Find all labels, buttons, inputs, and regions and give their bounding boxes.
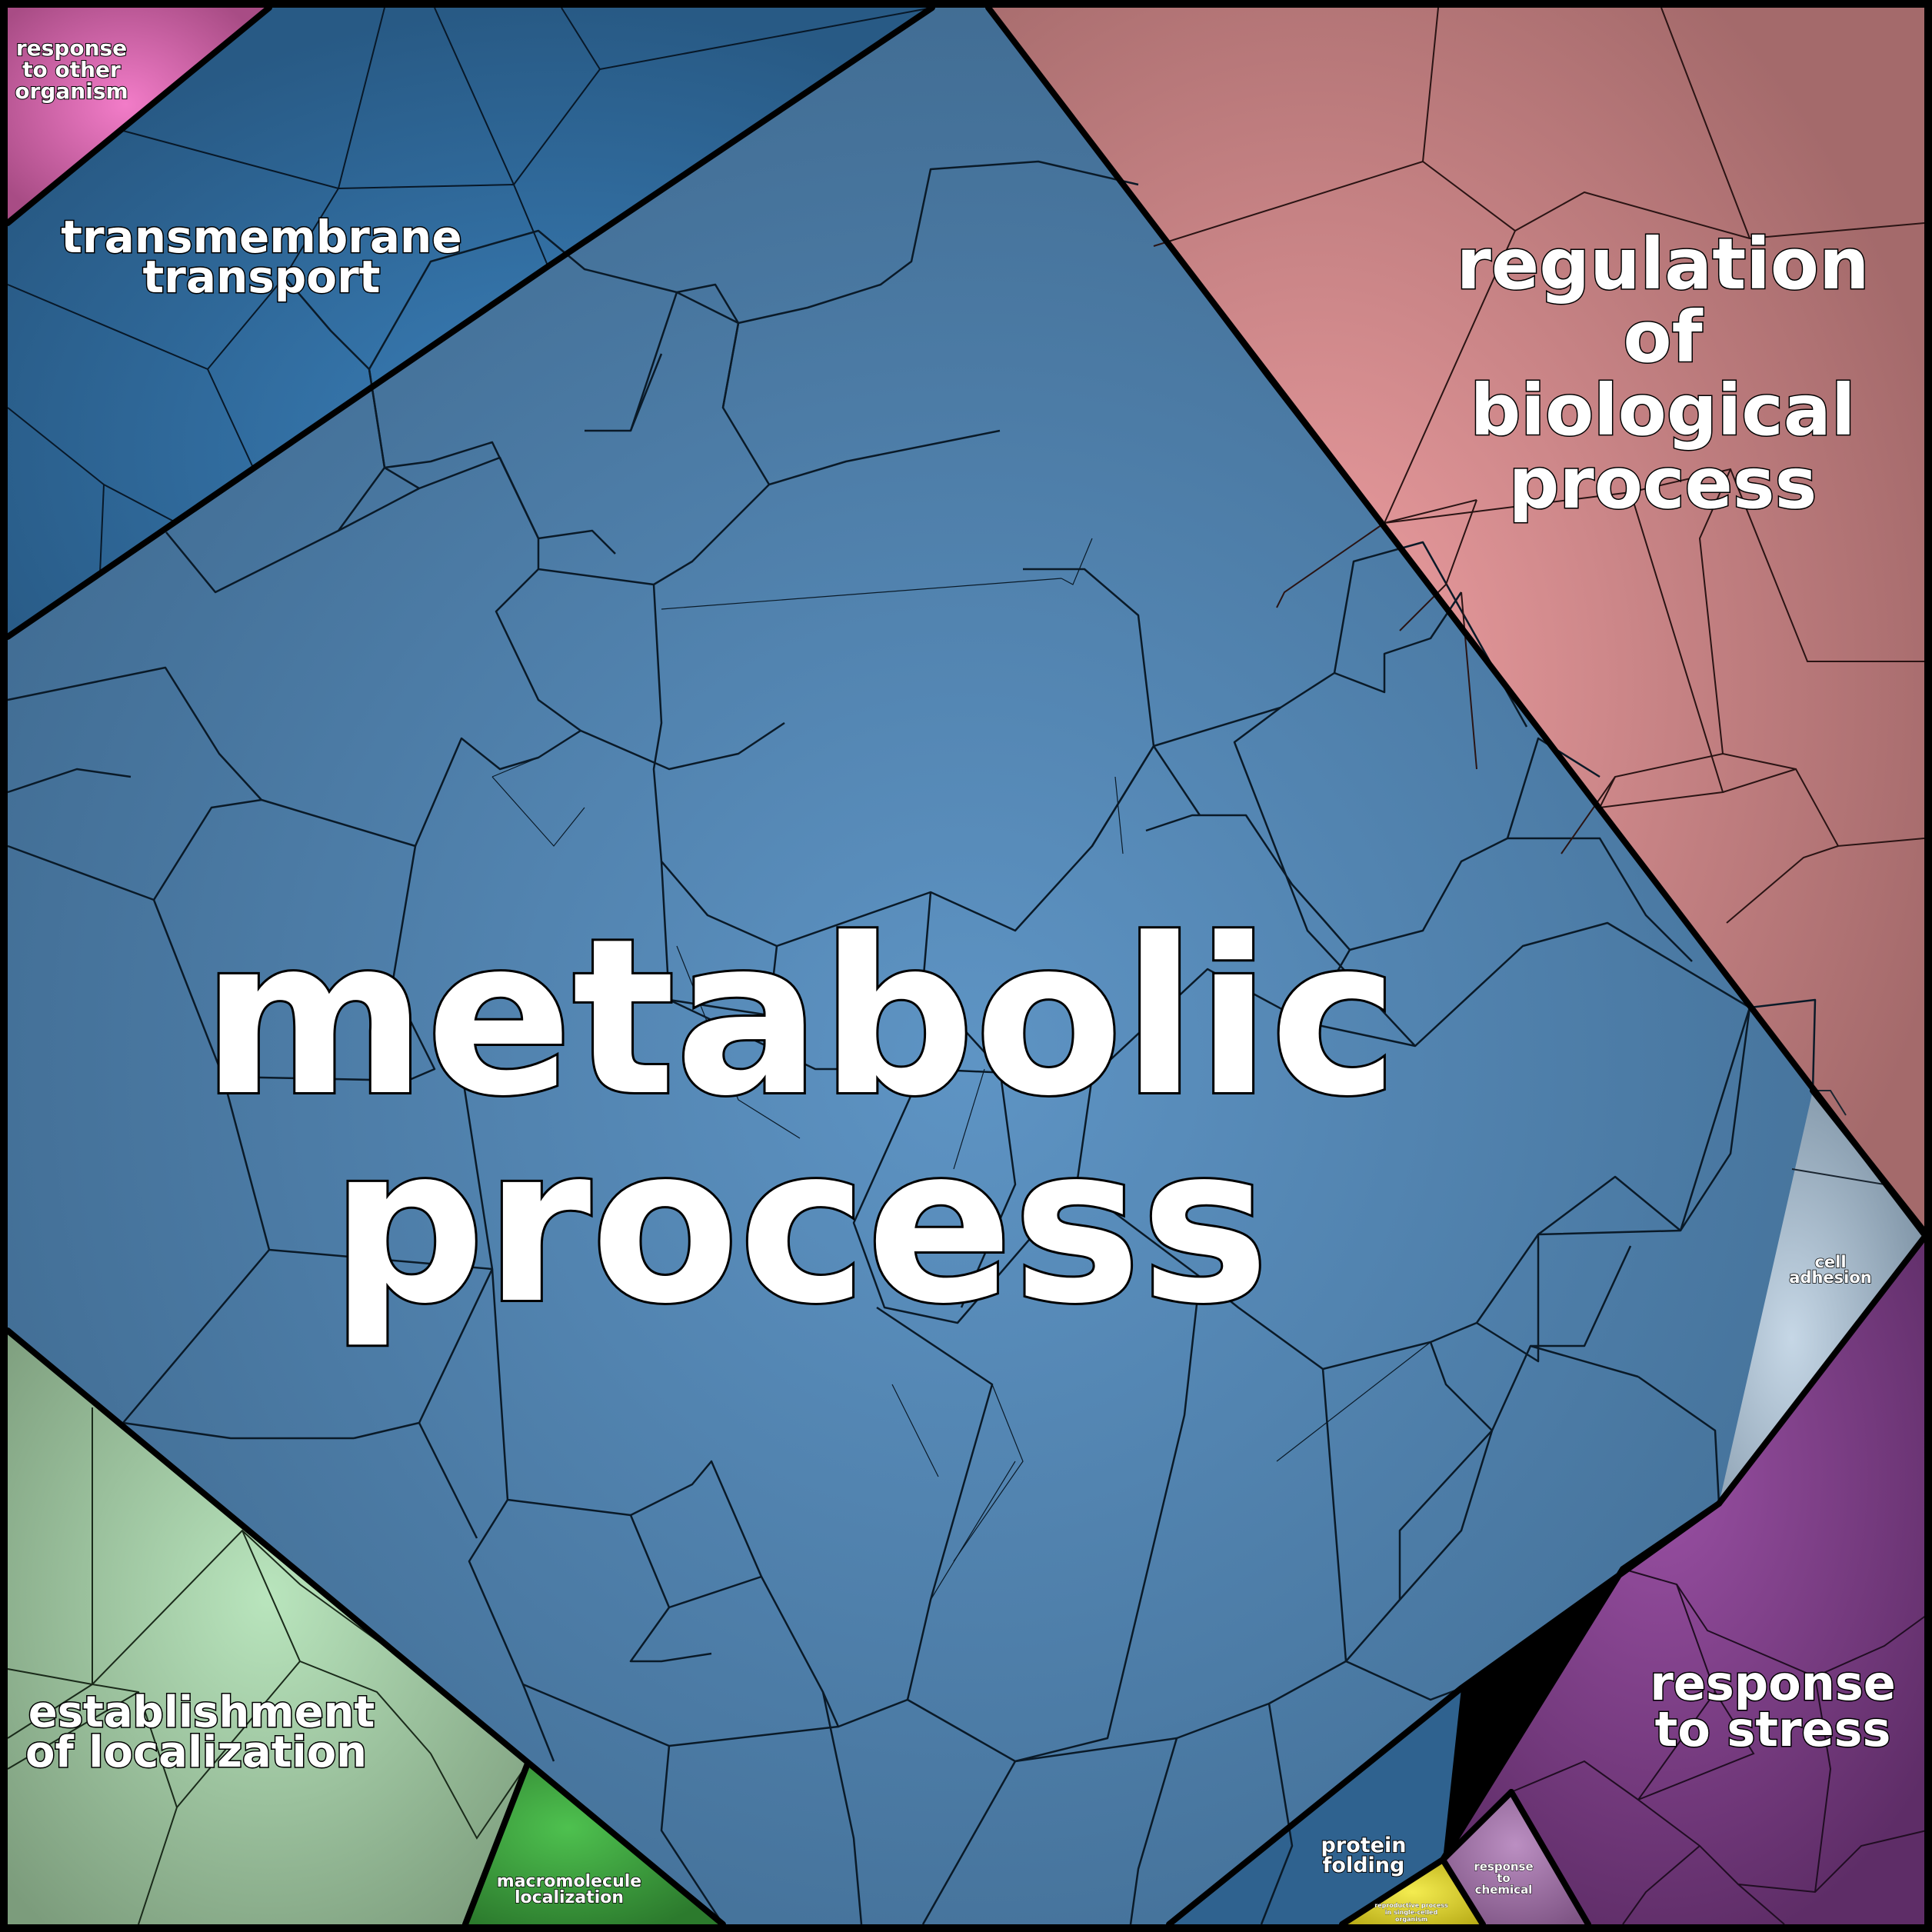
region-reproductive-process[interactable] <box>1342 1860 1483 1924</box>
region-metabolic-process[interactable] <box>8 8 1927 1924</box>
label-regulation-line2: of <box>1623 296 1703 378</box>
label-adhesion-line2: adhesion <box>1789 1268 1871 1287</box>
label-protein-folding-line1: protein <box>1321 1834 1407 1857</box>
label-protein-folding-line2: folding <box>1323 1854 1405 1877</box>
label-transport-line2: transport <box>143 251 381 303</box>
label-adhesion-line1: cell <box>1814 1253 1846 1271</box>
label-other-organism-line2: to other <box>22 57 121 82</box>
metabolic-subcells <box>7 160 1817 1925</box>
label-localization-line2: of localization <box>25 1727 367 1777</box>
label-other-organism-line1: response <box>16 35 127 61</box>
label-stress-line2: to stress <box>1655 1701 1891 1757</box>
labels: metabolic process transmembrane transpor… <box>14 35 1897 1923</box>
label-macromolecule-line2: localization <box>515 1888 624 1907</box>
label-stress-line1: response <box>1650 1655 1896 1711</box>
transport-subcells <box>7 7 933 574</box>
label-transport-line1: transmembrane <box>61 211 461 263</box>
region-transmembrane-transport[interactable] <box>8 8 932 637</box>
label-regulation-line1: regulation <box>1457 223 1870 305</box>
label-regulation-line4: process <box>1509 442 1817 525</box>
label-reproductive-line2: in single-celled <box>1385 1909 1438 1916</box>
adhesion-subcells <box>1791 1090 1885 1185</box>
label-metabolic-line2: process <box>331 1101 1269 1351</box>
label-chemical-line1: response <box>1474 1860 1533 1874</box>
label-other-organism-line3: organism <box>15 78 128 104</box>
localization-subcells <box>7 1407 528 1925</box>
label-reproductive-line3: organism <box>1395 1916 1427 1923</box>
label-chemical-line3: chemical <box>1475 1883 1533 1897</box>
stress-subcells <box>1511 1568 1927 1925</box>
label-chemical-line2: to <box>1497 1871 1510 1885</box>
label-regulation-line3: biological <box>1471 369 1856 451</box>
region-establishment-of-localization[interactable] <box>8 1331 528 1924</box>
metabolic-thin-lines <box>491 538 1431 1601</box>
region-macromolecule-localization[interactable] <box>465 1764 723 1924</box>
label-localization-line1: establishment <box>28 1687 375 1737</box>
label-macromolecule-line1: macromolecule <box>497 1872 641 1891</box>
label-reproductive-line1: reproductive process <box>1374 1902 1448 1909</box>
region-response-to-stress[interactable] <box>1443 1234 1927 1924</box>
label-metabolic-line1: metabolic <box>202 893 1397 1144</box>
region-cell-adhesion[interactable] <box>1719 1091 1927 1504</box>
